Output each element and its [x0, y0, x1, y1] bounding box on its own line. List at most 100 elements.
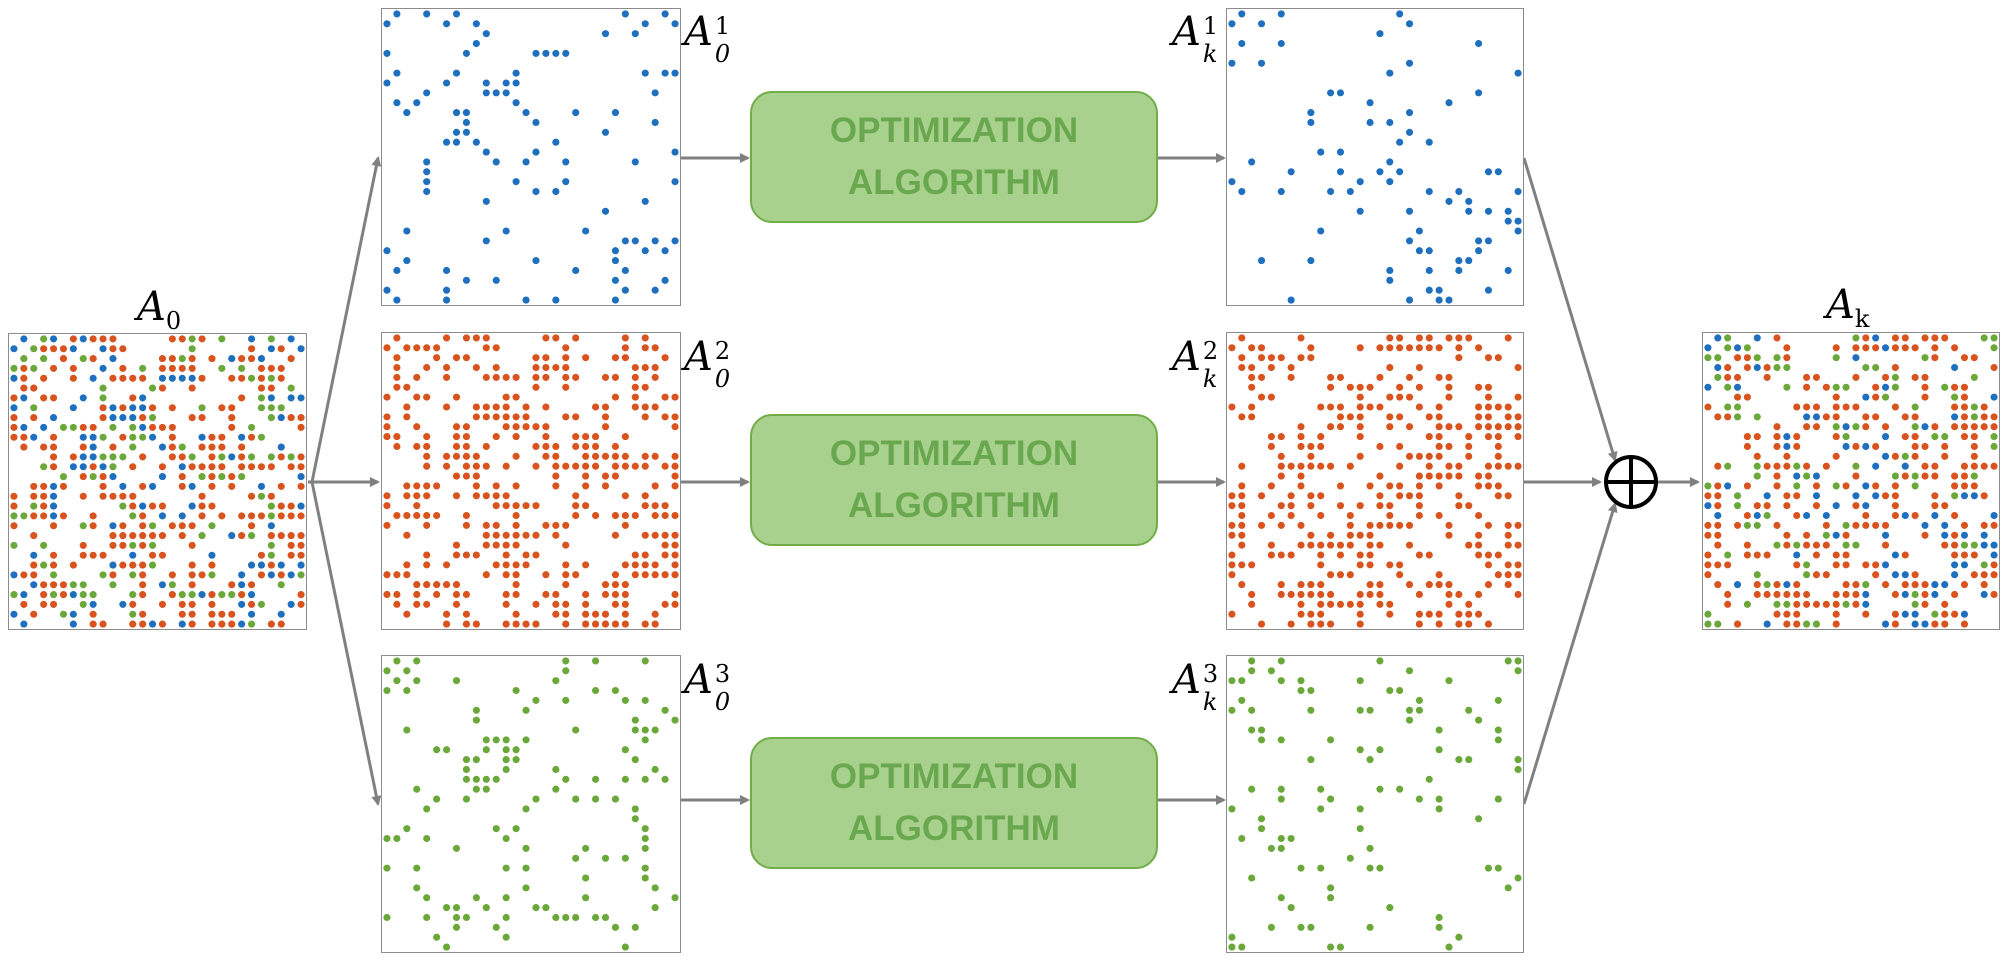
matrix-dot: [1504, 413, 1512, 421]
matrix-dot: [1475, 551, 1483, 559]
matrix-dot: [1990, 363, 1998, 372]
matrix-dot: [1356, 610, 1364, 618]
matrix-dot: [277, 512, 285, 520]
matrix-dot: [1297, 462, 1305, 470]
matrix-dot: [641, 383, 649, 391]
matrix-dot: [1386, 178, 1394, 186]
matrix-dot: [168, 581, 176, 589]
matrix-dot: [1267, 354, 1275, 362]
matrix-dot: [1475, 610, 1483, 618]
matrix-dot: [1297, 600, 1305, 608]
matrix-dot: [393, 590, 401, 599]
matrix-dot: [1386, 511, 1394, 520]
matrix-dot: [1425, 344, 1433, 352]
matrix-dot: [492, 373, 500, 381]
matrix-dot: [1881, 521, 1890, 529]
matrix-dot: [1990, 334, 1998, 342]
matrix-output-dots: [1704, 334, 1998, 628]
matrix-dot: [452, 423, 461, 431]
matrix-dot: [208, 600, 216, 608]
matrix-dot: [1793, 511, 1801, 520]
matrix-dot: [1494, 452, 1502, 460]
matrix-dot: [1704, 492, 1712, 500]
matrix-dot: [532, 363, 540, 372]
matrix-dot: [129, 512, 137, 520]
matrix-dot: [1733, 383, 1742, 391]
matrix-dot: [1228, 178, 1236, 186]
matrix-dot: [267, 335, 275, 343]
matrix-dot: [20, 620, 28, 628]
matrix-dot: [631, 237, 639, 245]
matrix-dot: [512, 620, 520, 628]
matrix-dot: [383, 864, 391, 872]
matrix-dot: [1435, 610, 1443, 618]
matrix-dot: [1366, 99, 1374, 107]
matrix-dot: [218, 473, 226, 481]
matrix-dot: [393, 266, 401, 275]
matrix-dot: [1704, 521, 1712, 529]
matrix-dot: [59, 423, 68, 431]
matrix-dot: [423, 178, 431, 186]
matrix-dot: [208, 453, 216, 461]
matrix-dot: [1714, 373, 1722, 381]
matrix-dot: [1228, 521, 1236, 529]
matrix-dot: [129, 610, 137, 618]
matrix-dot: [1317, 785, 1325, 793]
matrix-dot: [1714, 413, 1722, 421]
matrix-dot: [522, 502, 530, 510]
matrix-dot: [641, 620, 649, 628]
matrix-dot: [158, 443, 167, 451]
matrix-dot: [1931, 472, 1939, 480]
matrix-dot: [1465, 756, 1473, 764]
matrix-dot: [109, 522, 117, 530]
matrix-dot: [1852, 403, 1860, 411]
matrix-dot: [1783, 433, 1791, 441]
matrix-dot: [1346, 511, 1354, 520]
matrix-dot: [1714, 354, 1722, 362]
matrix-dot: [423, 561, 431, 569]
matrix-dot: [238, 512, 246, 520]
matrix-dot: [1238, 581, 1246, 589]
matrix-dot: [168, 443, 176, 451]
matrix-dot: [99, 453, 107, 461]
matrix-dot: [1405, 423, 1414, 431]
matrix-dot: [1812, 620, 1821, 628]
matrix-dot: [40, 561, 48, 569]
matrix-dot: [1435, 344, 1443, 352]
matrix-dot: [1753, 462, 1761, 470]
matrix-dot: [1366, 581, 1374, 589]
matrix-dot: [413, 442, 421, 451]
label-base: A: [1826, 282, 1855, 328]
matrix-dot: [582, 472, 590, 480]
matrix-dot: [1356, 207, 1364, 215]
matrix-dot: [472, 482, 480, 490]
matrix-dot: [403, 667, 411, 675]
matrix-dot: [671, 452, 679, 460]
matrix-dot: [1317, 610, 1325, 618]
matrix-dot: [1970, 492, 1978, 500]
matrix-dot: [1990, 590, 1998, 599]
matrix-dot: [168, 522, 176, 530]
matrix-dot: [1356, 825, 1364, 833]
matrix-dot: [89, 443, 97, 451]
matrix-dot: [79, 463, 87, 471]
matrix-dot: [1714, 531, 1722, 539]
matrix-dot: [1248, 657, 1256, 665]
matrix-dot: [502, 462, 510, 470]
matrix-dot: [1921, 383, 1929, 391]
matrix-dot: [442, 561, 451, 569]
matrix-dot: [1704, 620, 1712, 628]
matrix-dot: [512, 590, 520, 599]
matrix-dot: [472, 452, 480, 460]
matrix-dot: [297, 463, 305, 471]
matrix-dot: [69, 453, 77, 461]
matrix-dot: [1504, 561, 1512, 569]
matrix-dot: [423, 834, 431, 843]
matrix-dot: [562, 667, 570, 675]
matrix-dot: [1346, 521, 1354, 529]
matrix-dot: [1783, 581, 1791, 589]
matrix-dot: [383, 667, 391, 675]
matrix-dot: [1881, 452, 1890, 460]
matrix-dot: [651, 571, 659, 579]
matrix-dot: [601, 472, 610, 480]
